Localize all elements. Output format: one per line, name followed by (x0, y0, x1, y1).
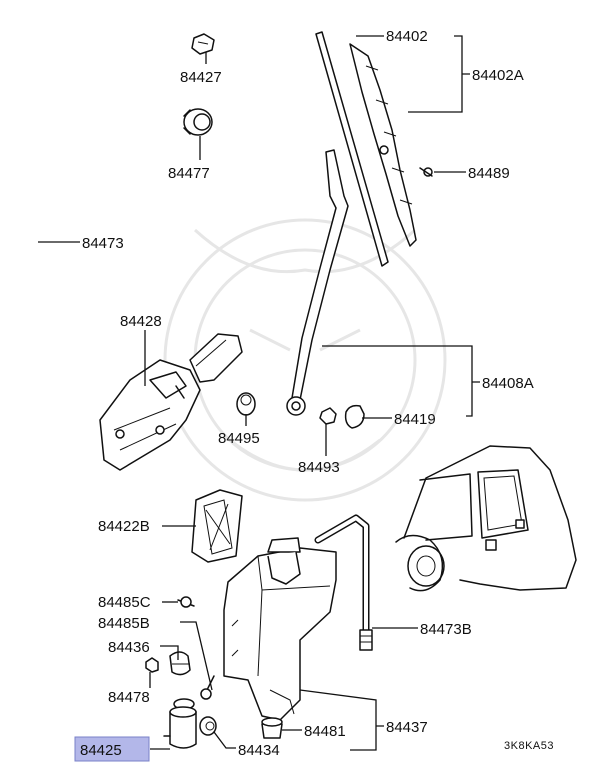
callout-84489[interactable]: 84489 (468, 165, 510, 182)
callout-labels: 84402 84402A 84489 84427 84477 84473 844… (80, 28, 554, 759)
callout-84422B[interactable]: 84422B (98, 518, 150, 535)
washer-hose-84473B (314, 514, 373, 651)
cap-84419 (344, 404, 365, 429)
callout-84427[interactable]: 84427 (180, 69, 222, 86)
hose-joint-84427 (191, 33, 215, 55)
leader-lines (38, 35, 480, 751)
figure-code: 3K8KA53 (504, 740, 554, 752)
callout-84473B[interactable]: 84473B (420, 621, 472, 638)
grommet-84477 (183, 108, 213, 136)
nut-84493 (319, 407, 337, 425)
callout-84408A[interactable]: 84408A (482, 375, 534, 392)
grommet-84434 (199, 716, 217, 736)
vehicle-outline (395, 445, 577, 592)
callout-84485B[interactable]: 84485B (98, 615, 150, 632)
callout-84434[interactable]: 84434 (238, 742, 280, 759)
highlight-box (74, 736, 150, 762)
clamp-84436 (169, 651, 191, 676)
callout-84436[interactable]: 84436 (108, 639, 150, 656)
wiper-blade-84402 (315, 31, 417, 267)
callout-84478[interactable]: 84478 (108, 689, 150, 706)
screw-84489 (419, 167, 433, 177)
bezel-84422B (191, 489, 243, 563)
wiper-motor-84428 (99, 333, 243, 471)
callout-84473[interactable]: 84473 (82, 235, 124, 252)
washer-hose-84473 (32, 38, 190, 727)
callout-84419[interactable]: 84419 (394, 411, 436, 428)
callout-84485C[interactable]: 84485C (98, 594, 151, 611)
bolt-84485C (177, 596, 195, 608)
callout-84425[interactable]: 84425 (80, 742, 122, 759)
wiper-arm-84408A (286, 149, 349, 416)
callout-84402A[interactable]: 84402A (472, 67, 524, 84)
callout-84495[interactable]: 84495 (218, 430, 260, 447)
washer-tank-84437 (223, 537, 337, 721)
callout-84481[interactable]: 84481 (304, 723, 346, 740)
callout-84493[interactable]: 84493 (298, 459, 340, 476)
washer-pump-84425 (163, 698, 197, 749)
callout-84437[interactable]: 84437 (386, 719, 428, 736)
cap-84481 (261, 717, 283, 739)
callout-84477[interactable]: 84477 (168, 165, 210, 182)
watermark-emblem (163, 218, 447, 502)
nut-84478 (145, 657, 159, 673)
callout-84402[interactable]: 84402 (386, 28, 428, 45)
callout-84428[interactable]: 84428 (120, 313, 162, 330)
grommet-84495 (236, 392, 256, 416)
